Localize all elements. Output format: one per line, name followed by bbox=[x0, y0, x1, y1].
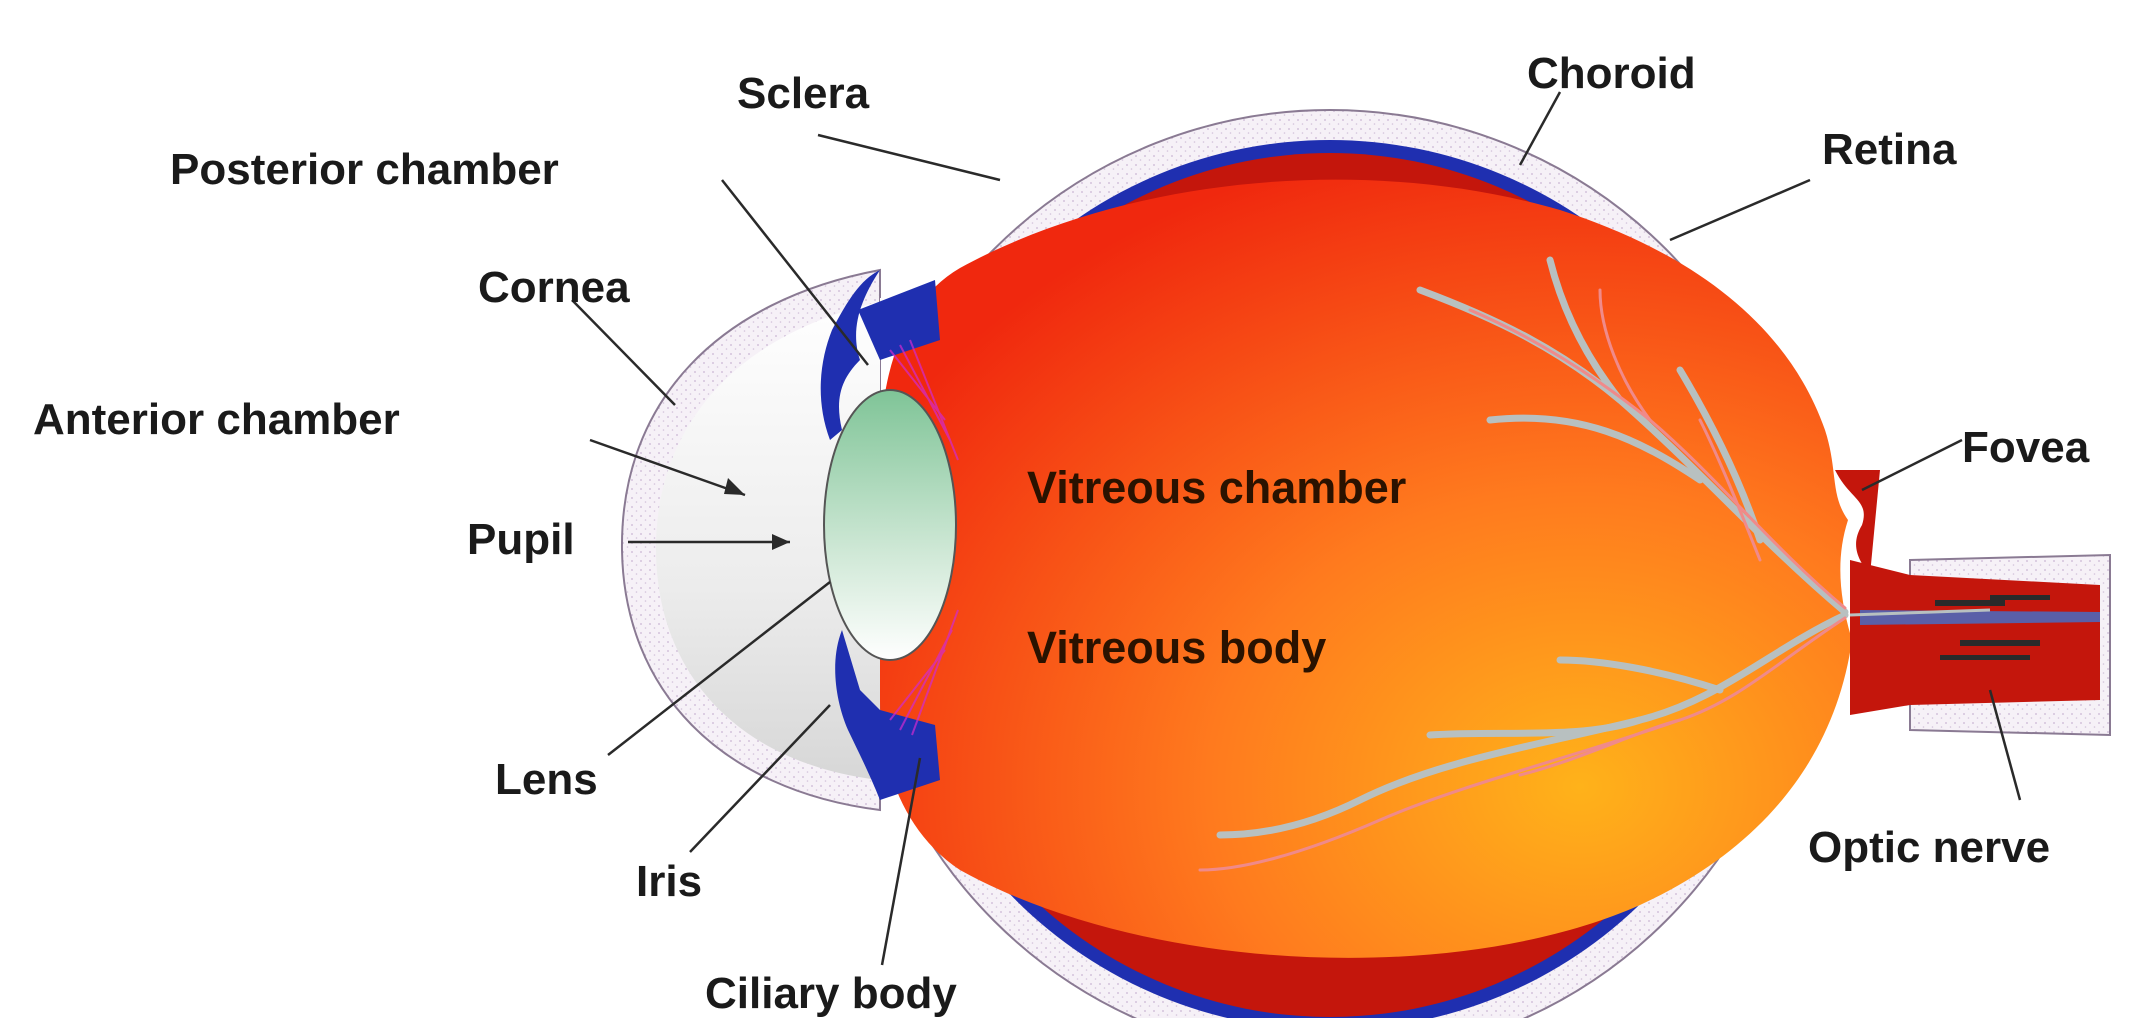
leader-choroid bbox=[1520, 92, 1560, 165]
label-sclera: Sclera bbox=[737, 72, 869, 116]
leader-sclera bbox=[818, 135, 1000, 180]
leader-fovea bbox=[1862, 440, 1962, 490]
label-vitreous-body: Vitreous body bbox=[1027, 625, 1326, 670]
label-anterior-chamber: Anterior chamber bbox=[33, 398, 400, 442]
vitreous-shape bbox=[880, 180, 1852, 958]
optic-nerve-shape bbox=[1850, 560, 2100, 715]
label-fovea: Fovea bbox=[1962, 426, 2089, 470]
lens-shape bbox=[824, 390, 956, 660]
label-lens: Lens bbox=[495, 758, 598, 802]
label-choroid: Choroid bbox=[1527, 52, 1696, 96]
label-optic-nerve: Optic nerve bbox=[1808, 826, 2050, 870]
label-cornea: Cornea bbox=[478, 266, 630, 310]
leader-retina bbox=[1670, 180, 1810, 240]
label-ciliary-body: Ciliary body bbox=[705, 972, 957, 1016]
label-pupil: Pupil bbox=[467, 518, 575, 562]
label-iris: Iris bbox=[636, 860, 702, 904]
leader-cornea bbox=[572, 300, 675, 405]
label-retina: Retina bbox=[1822, 128, 1956, 172]
label-posterior-chamber: Posterior chamber bbox=[170, 148, 559, 192]
label-vitreous-chamber: Vitreous chamber bbox=[1027, 465, 1406, 510]
